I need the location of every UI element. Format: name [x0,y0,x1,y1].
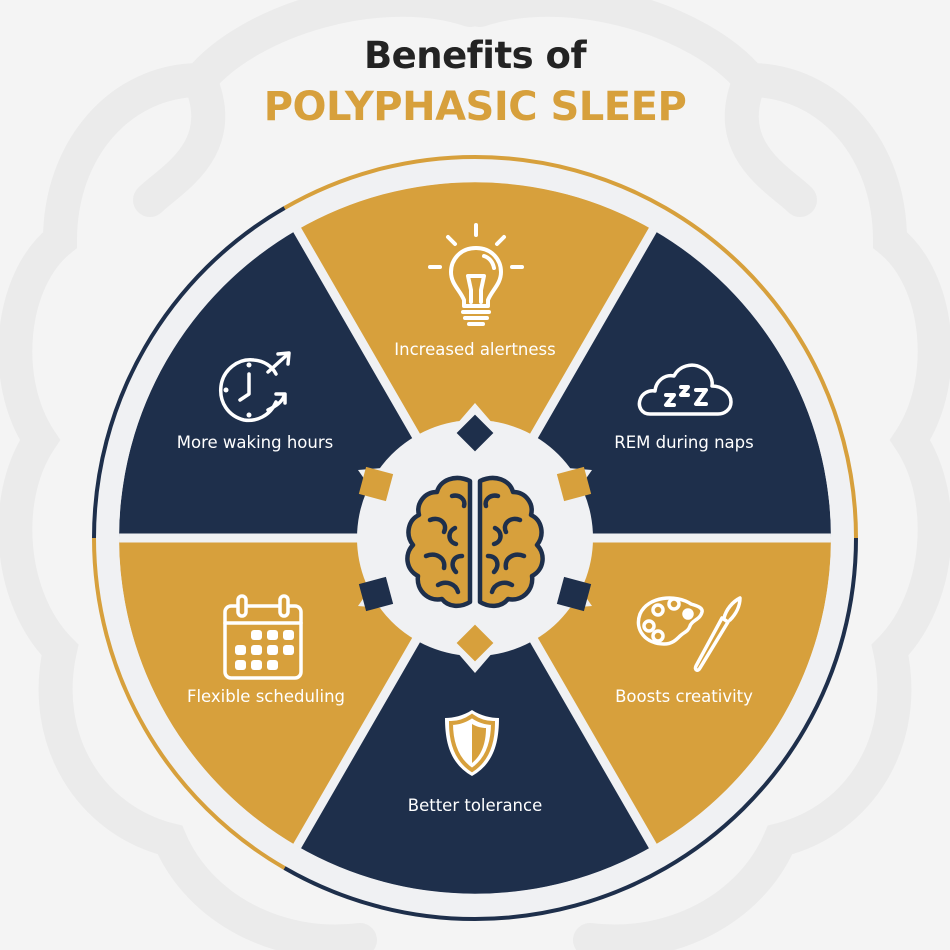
square-top-left-gold [358,466,394,502]
segment-label-bottom-right: Boosts creativity [615,687,753,706]
square-bottom-right-navy [556,576,592,612]
outer-ring-arc-gold-bottom-left [92,537,286,870]
cloud-zzz-icon [637,363,733,416]
segment-label-top-left: More waking hours [176,433,334,452]
clock-arrows-icon [219,351,291,423]
segment-label-top: Increased alertness [394,340,556,359]
segment-top-gold [297,182,653,538]
square-top-right-gold [556,466,592,502]
segment-label-top-right: REM during naps [614,433,754,452]
calendar-icon [223,594,303,680]
diamond-top-navy [456,414,494,452]
segment-label-bottom-left: Flexible scheduling [186,687,346,706]
title-polyphasic-sleep: POLYPHASIC SLEEP [263,84,687,130]
segment-label-bottom: Better tolerance [407,796,543,815]
outer-ring-arc-gold-top [283,155,858,539]
outer-ring-arc-navy-bottom-right [283,537,858,921]
lightbulb-icon [428,223,524,326]
shield-icon [445,710,499,776]
diamond-bottom-gold [456,624,494,662]
palette-brush-icon [636,596,742,672]
center-hub [357,403,593,673]
title-benefits-of: Benefits of [363,34,587,77]
title-block: Benefits of POLYPHASIC SLEEP [0,34,950,132]
square-bottom-left-navy [358,576,394,612]
outer-ring-arc-navy-left [92,206,286,539]
brain-icon [405,475,545,609]
